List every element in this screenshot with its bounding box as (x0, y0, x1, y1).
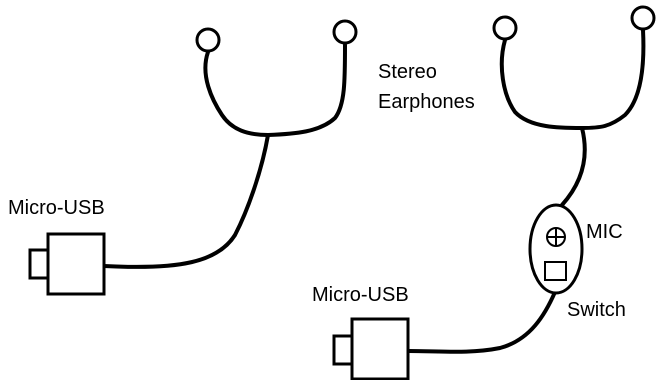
switch-button-icon (544, 261, 567, 281)
right-earbud-left-icon (492, 15, 518, 41)
inline-remote (528, 203, 584, 295)
stereo-label: Stereo (378, 61, 437, 83)
left-main-cable (102, 133, 270, 269)
left-micro-usb-connector-icon (28, 232, 106, 296)
left-earbud-right-icon (332, 19, 358, 45)
left-earbud-left-icon (195, 27, 221, 53)
right-micro-usb-label: Micro-USB (312, 284, 409, 306)
right-upper-cable (560, 126, 587, 207)
earphones-label: Earphones (378, 91, 475, 113)
left-earphone-assembly (28, 19, 358, 296)
right-earbud-wire-left (499, 38, 584, 130)
left-earbud-wire-right (266, 43, 347, 137)
mic-label: MIC (586, 221, 623, 243)
right-earbud-wire-right (580, 28, 646, 130)
left-micro-usb-label: Micro-USB (8, 197, 105, 219)
mic-icon (546, 227, 566, 247)
right-earbud-right-icon (630, 5, 656, 31)
switch-label: Switch (567, 299, 626, 321)
right-earphone-assembly (332, 5, 656, 380)
right-lower-cable (406, 290, 557, 354)
left-earbud-wire-left (203, 50, 270, 137)
right-micro-usb-connector-icon (332, 317, 410, 380)
